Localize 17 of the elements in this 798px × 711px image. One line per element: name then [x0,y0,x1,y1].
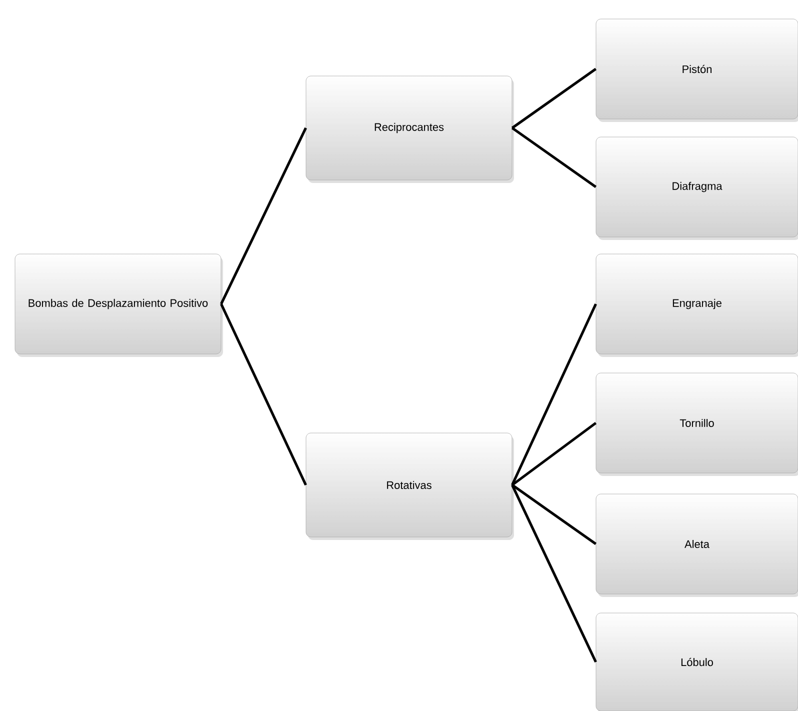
connector-line [220,127,307,305]
connector-line [511,484,597,546]
connector-line [511,484,597,663]
process-box: Reciprocantes [306,76,514,183]
connector-line [511,68,597,130]
process-box: Rotativas [306,432,514,540]
process-box: Engranaje [596,254,798,357]
process-box: Diafragma [596,136,798,240]
connector-line [511,422,597,486]
process-box: Aleta [596,494,798,597]
process-box: Lóbulo [596,612,798,711]
process-box: Pistón [596,18,798,122]
process-box: Tornillo [596,372,798,476]
process-box: Bombas de Desplazamiento Positivo [14,254,223,357]
connector-line [220,303,307,486]
connector-line [511,303,597,486]
connector-line [511,126,597,188]
